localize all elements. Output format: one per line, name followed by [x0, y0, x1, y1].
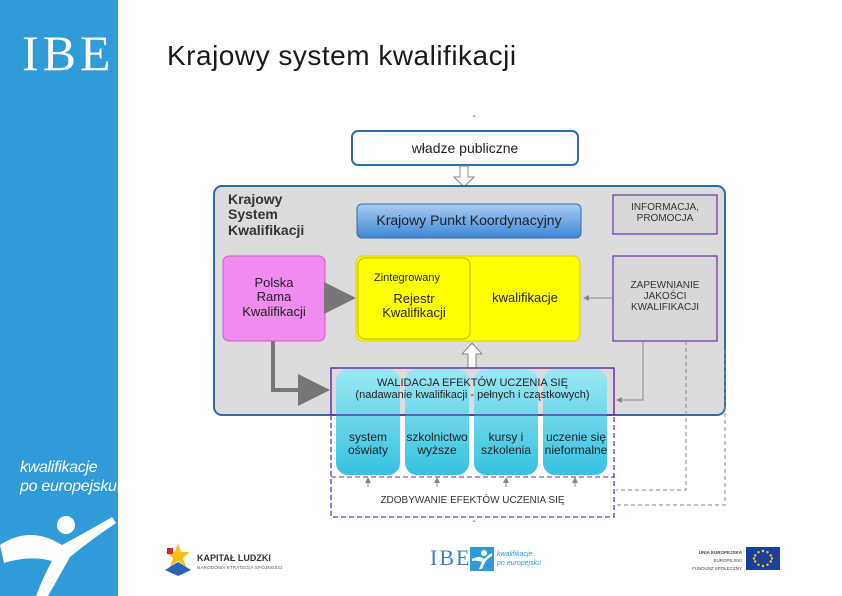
- zrk-label-1: Rejestr: [393, 291, 435, 306]
- dash-bottom: -: [472, 516, 476, 527]
- ue-text: UNIA EUROPEJSKA EUROPEJSKI FUNDUSZ SPOŁE…: [680, 549, 742, 573]
- prk-label-1: Polska: [254, 275, 294, 290]
- col-4-label-a: uczenie się: [545, 430, 607, 444]
- prk-label: Polska Rama Kwalifikacji: [223, 275, 325, 319]
- up-arrow-hollow: [460, 342, 484, 369]
- col-4: [543, 369, 607, 475]
- container-title: Krajowy System Kwalifikacji: [228, 191, 328, 238]
- kpk-label: Krajowy Punkt Koordynacyjny: [376, 212, 562, 228]
- kapital-ludzki-star-icon: [165, 543, 191, 576]
- footer-ibe-logo: IBE: [430, 545, 472, 570]
- col-2-label-b: wyższe: [417, 443, 457, 458]
- dash-top: -: [472, 111, 476, 122]
- tagline-line-1: kwalifikacje: [20, 459, 98, 476]
- col-1: [336, 369, 400, 475]
- zdobywanie-label: ZDOBYWANIE EFEKTÓW UCZENIA SIĘ: [380, 495, 565, 506]
- qa-label-2: JAKOŚCI: [643, 291, 687, 302]
- qa-box: [612, 255, 718, 342]
- footer-ibe-tagline: kwalifikacje po europejsku: [497, 550, 541, 568]
- footer-figure-icon: [470, 547, 494, 571]
- info-label-1: INFORMACJA,: [631, 202, 699, 213]
- col-4-label: uczenie się nieformalne: [541, 430, 611, 458]
- kapital-ludzki-sub: NARODOWA STRATEGIA SPÓJNOŚCI: [197, 565, 283, 570]
- top-box-label: władze publiczne: [411, 140, 519, 156]
- prk-label-3: Kwalifikacji: [242, 303, 306, 319]
- walidacja-label-1: WALIDACJA EFEKTÓW UCZENIA SIĘ: [377, 377, 568, 389]
- page-title: Krajowy system kwalifikacji: [167, 40, 517, 71]
- container-title-2: System: [228, 206, 278, 223]
- col-3-label-b: szkolenia: [480, 443, 532, 458]
- col-2: [405, 369, 469, 475]
- qa-label-3: KWALIFIKACJI: [631, 302, 699, 313]
- walidacja-label: WALIDACJA EFEKTÓW UCZENIA SIĘ (nadawanie…: [331, 377, 614, 401]
- zrk-label-2: Kwalifikacji: [382, 305, 446, 321]
- top-box: [351, 130, 579, 166]
- col-4-label-b: nieformalne: [544, 443, 608, 458]
- kapital-ludzki-name: KAPITAŁ LUDZKI: [197, 553, 271, 563]
- down-arrow-hollow: [452, 165, 476, 188]
- qa-label: ZAPEWNIANIE JAKOŚCI KWALIFIKACJI: [613, 280, 717, 313]
- col-1-label-b: oświaty: [347, 443, 388, 458]
- ue-text-2: EUROPEJSKI: [713, 558, 742, 563]
- kwalifikacje-label: kwalifikacje: [492, 290, 558, 305]
- info-label: INFORMACJA, PROMOCJA: [613, 202, 717, 224]
- prk-label-2: Rama: [256, 289, 292, 305]
- footer-ibe-tag-2: po europejsku: [497, 560, 541, 567]
- zrk-label: Rejestr Kwalifikacji: [358, 291, 470, 321]
- col-3: [474, 369, 538, 475]
- walidacja-box: [330, 367, 615, 416]
- zrk-box: [355, 255, 581, 342]
- zrk-small-label: Zintegrowany: [374, 272, 441, 284]
- ue-text-3: FUNDUSZ SPOŁECZNY: [691, 566, 742, 571]
- sidebar: IBE kwalifikacje po europejsku: [0, 0, 118, 596]
- container-title-3: Kwalifikacji: [228, 221, 305, 238]
- kpk-box: [356, 203, 582, 239]
- container-title-1: Krajowy: [228, 191, 283, 207]
- col-1-label: system oświaty: [336, 430, 400, 458]
- col-2-label-a: szkolnictwo: [406, 430, 468, 444]
- tagline-line-2: po europejsku: [20, 478, 117, 495]
- col-1-label-a: system: [348, 430, 387, 444]
- walidacja-label-2: (nadawanie kwalifikacji - pełnych i cząs…: [355, 389, 590, 402]
- info-box: [612, 194, 718, 235]
- eu-flag-icon: [746, 547, 780, 570]
- col-3-label-a: kursy i: [488, 430, 524, 444]
- info-label-2: PROMOCJA: [636, 213, 694, 224]
- running-person-icon: [0, 516, 116, 596]
- sidebar-tagline: kwalifikacje po europejsku: [20, 458, 117, 496]
- col-2-label: szkolnictwo wyższe: [403, 430, 471, 458]
- ibe-logo: IBE: [22, 25, 115, 81]
- qa-label-1: ZAPEWNIANIE: [630, 280, 700, 291]
- footer-ibe-tag-1: kwalifikacje: [497, 551, 533, 558]
- zrk-inner: [357, 257, 471, 340]
- col-3-label: kursy i szkolenia: [474, 430, 538, 458]
- ue-text-1: UNIA EUROPEJSKA: [698, 550, 742, 555]
